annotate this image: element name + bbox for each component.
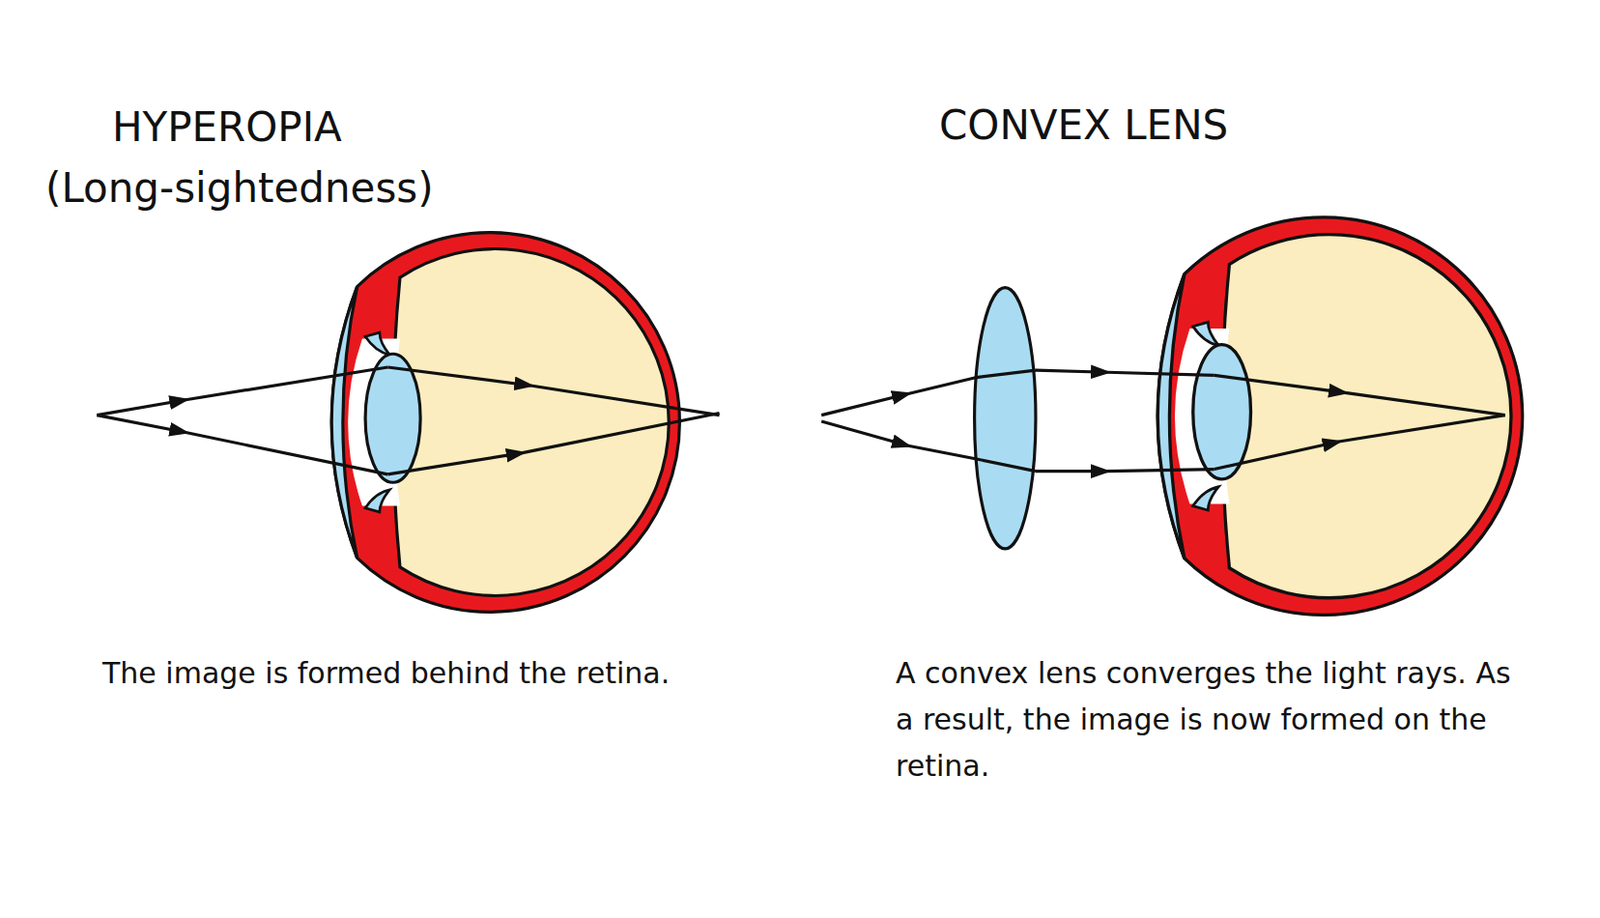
caption-text: The image is formed behind the retina.	[102, 656, 670, 691]
corrected-eye	[1157, 217, 1522, 616]
light-rays	[96, 367, 1505, 475]
condition-heading: HYPEROPIA	[112, 103, 343, 152]
condition-subheading: (Long-sightedness)	[45, 164, 434, 213]
correction-heading: CONVEX LENS	[939, 101, 1229, 150]
caption-text: A convex lens converges the light rays. …	[895, 650, 1534, 790]
hyperopic-eye	[331, 232, 680, 613]
convex-lens	[974, 287, 1036, 549]
